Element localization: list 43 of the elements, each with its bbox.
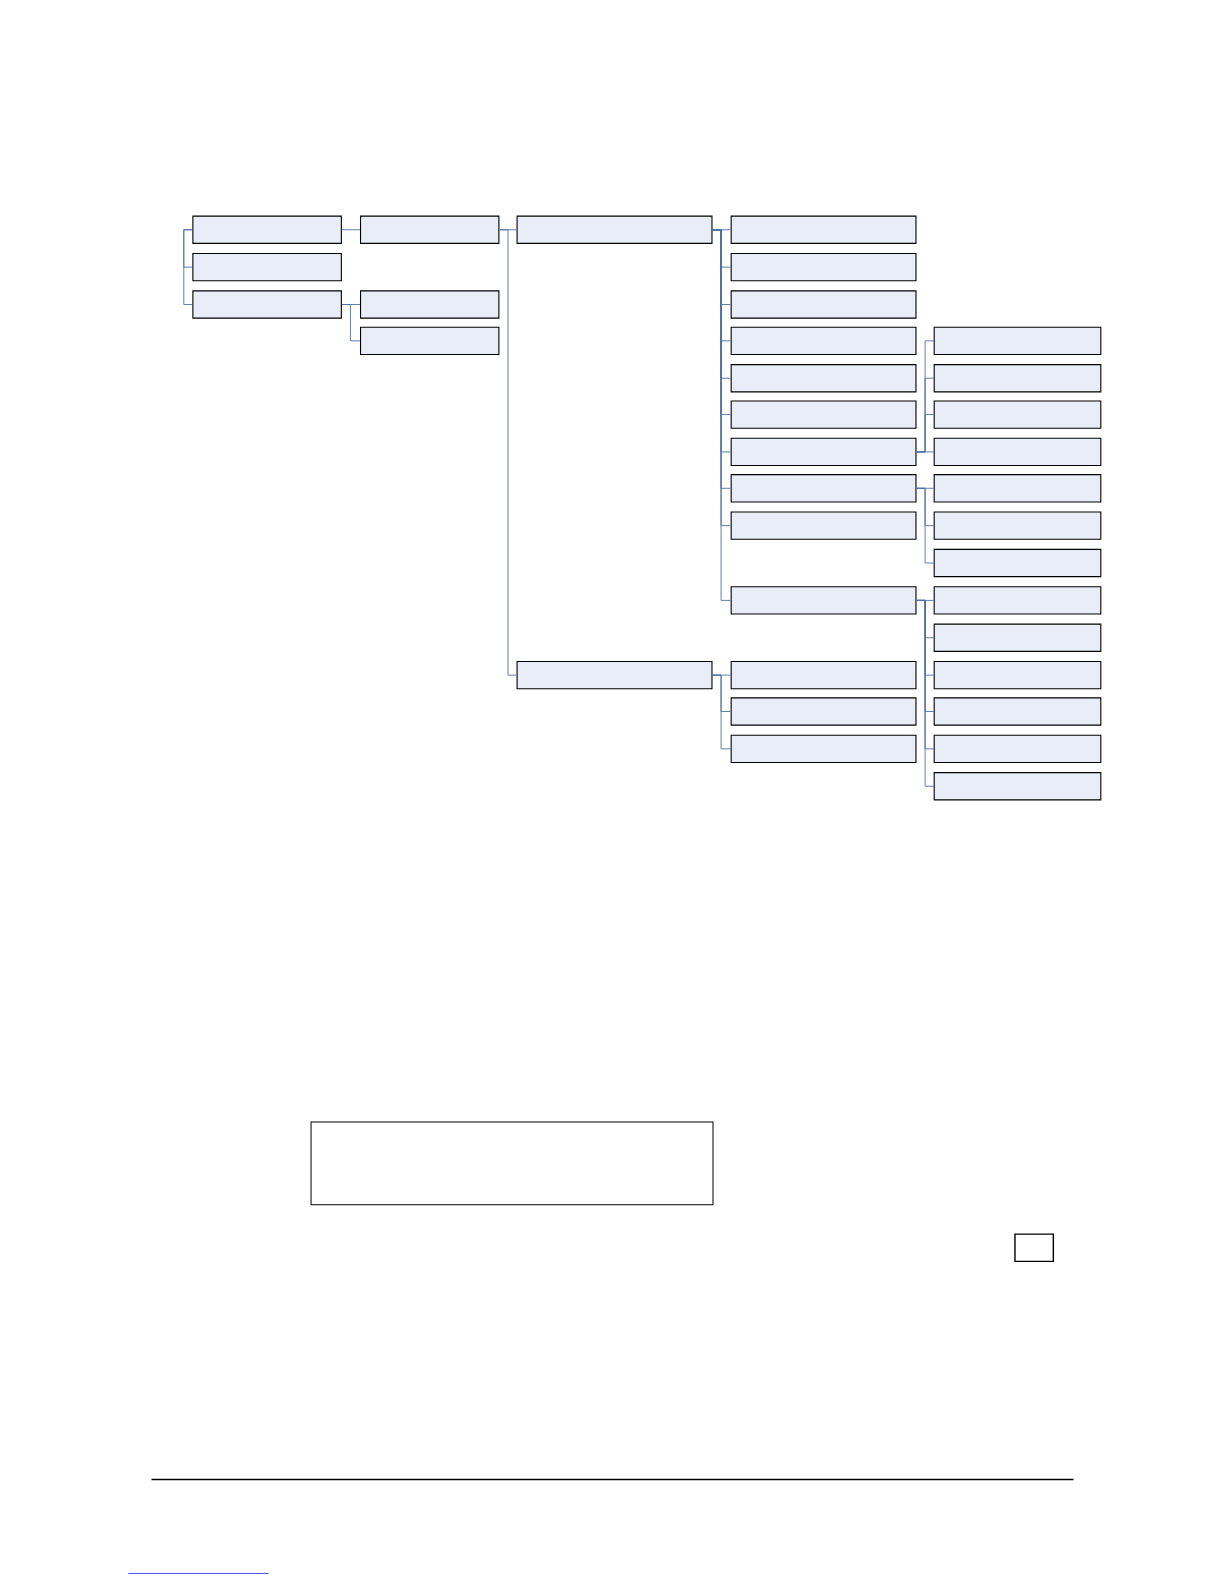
box [730,586,917,615]
box [933,772,1102,801]
box [730,364,917,393]
connector-line [916,451,935,453]
box [933,400,1102,429]
box [730,734,917,764]
box [192,252,342,282]
box [730,400,917,429]
box [730,326,917,356]
box [516,215,713,244]
box [359,215,500,244]
box [730,697,917,726]
connector-line [916,487,935,564]
box [730,437,917,467]
box [192,215,342,244]
box [192,290,342,319]
box [933,326,1102,356]
box [730,215,917,244]
box [933,660,1102,690]
box [730,511,917,540]
box [933,364,1102,393]
connector-line [341,229,361,231]
connector-line [712,674,732,750]
connector-line [916,599,935,787]
box [516,660,713,690]
box [359,326,500,356]
connector-line [499,229,517,676]
box [730,660,917,690]
box [933,586,1102,615]
box [730,474,917,503]
connector-line [183,229,193,305]
box [933,734,1102,764]
box [933,548,1102,578]
box [933,474,1102,503]
box [730,290,917,319]
box [933,623,1102,652]
box [933,697,1102,726]
connector-line [341,304,361,342]
box [730,252,917,282]
box [359,290,500,319]
box [933,437,1102,467]
box [933,511,1102,540]
connector-line [712,229,732,601]
